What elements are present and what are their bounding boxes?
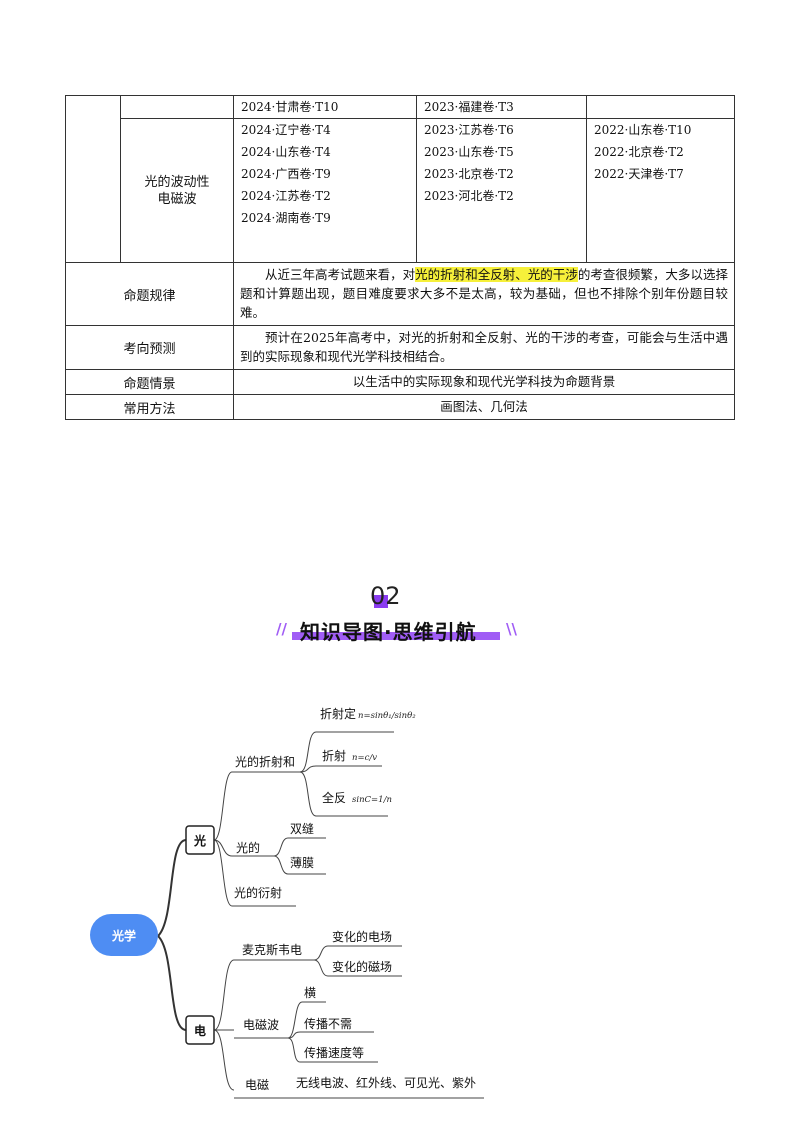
connector xyxy=(273,855,289,875)
exam-ref: 2024·山东卷·T4 xyxy=(241,145,331,159)
exam-ref: 2023·江苏卷·T6 xyxy=(424,123,514,137)
connector xyxy=(157,935,187,1031)
connector xyxy=(213,839,233,907)
exam-ref: 2023·北京卷·T2 xyxy=(424,167,514,181)
exam-ref: 2023·福建卷·T3 xyxy=(424,100,514,114)
rules-label: 命题规律 xyxy=(65,262,234,326)
node-em-spectrum[interactable]: 电磁 xyxy=(245,1077,269,1092)
exam-analysis-table: 2024·甘肃卷·T10 2023·福建卷·T3 光的波动性 电磁波 2024·… xyxy=(65,95,735,420)
context-text: 以生活中的实际现象和现代光学科技为命题背景 xyxy=(233,369,735,395)
node-interference[interactable]: 光的 xyxy=(236,840,260,855)
exam-ref: 2022·山东卷·T10 xyxy=(594,123,692,137)
year-2023-cell: 2023·江苏卷·T6 2023·山东卷·T5 2023·北京卷·T2 2023… xyxy=(416,118,587,263)
knowledge-mind-map: 光学 光 电 光的折射和 光的 光的衍射 折射定 n=sinθ₁/sinθ₂ 折… xyxy=(90,706,484,1099)
exam-ref: 2024·广西卷·T9 xyxy=(241,167,331,181)
exam-ref: 2024·辽宁卷·T4 xyxy=(241,123,331,137)
connector xyxy=(287,1001,303,1039)
node-thin-film[interactable]: 薄膜 xyxy=(290,855,314,870)
exam-ref: 2022·天津卷·T7 xyxy=(594,167,684,181)
node-maxwell[interactable]: 麦克斯韦电 xyxy=(242,943,302,957)
year-2023-cell: 2023·福建卷·T3 xyxy=(416,95,587,119)
node-no-medium[interactable]: 传播不需 xyxy=(304,1016,352,1031)
exam-ref: 2023·河北卷·T2 xyxy=(424,189,514,203)
methods-label: 常用方法 xyxy=(65,394,234,420)
node-diffraction[interactable]: 光的衍射 xyxy=(234,885,282,900)
topic-cell-continued xyxy=(120,95,234,119)
formula-total: sinC=1/n xyxy=(352,795,392,805)
slash-decoration-left: // xyxy=(276,620,287,638)
year-2022-cell xyxy=(586,95,735,119)
branch-node-em[interactable] xyxy=(185,1015,215,1045)
connector xyxy=(157,839,187,937)
formula-index: n=c/v xyxy=(352,753,377,763)
connector xyxy=(287,1037,301,1063)
branch-label: 电 xyxy=(194,1023,206,1038)
rules-text: 从近三年高考试题来看，对光的折射和全反射、光的干涉的考查很频繁，大多以选择题和计… xyxy=(240,267,728,320)
node-speed[interactable]: 传播速度等 xyxy=(304,1045,364,1060)
exam-ref: 2024·甘肃卷·T10 xyxy=(241,100,339,114)
connector xyxy=(287,1031,301,1039)
forecast-text: 预计在2025年高考中，对光的折射和全反射、光的干涉的考查，可能会与生活中遇到的… xyxy=(240,330,728,364)
methods-text: 画图法、几何法 xyxy=(233,394,735,420)
section-title-accent xyxy=(292,632,500,640)
node-spectrum-list[interactable]: 无线电波、红外线、可见光、紫外 xyxy=(296,1075,476,1090)
node-law-of-refraction[interactable]: 折射定 xyxy=(320,706,356,721)
connector xyxy=(299,731,317,773)
connector xyxy=(313,945,329,961)
branch-node-light[interactable] xyxy=(185,825,215,855)
connector xyxy=(313,959,329,977)
section-title: 知识导图·思维引航 xyxy=(300,620,477,644)
connector xyxy=(299,765,317,773)
connector xyxy=(213,959,235,1031)
forecast-label: 考向预测 xyxy=(65,325,234,370)
context-label: 命题情景 xyxy=(65,369,234,395)
highlighted-text: 光的折射和全反射、光的干涉 xyxy=(415,267,578,282)
rules-cell: 从近三年高考试题来看，对光的折射和全反射、光的干涉的考查很频繁，大多以选择题和计… xyxy=(233,262,735,326)
section-number: 02 xyxy=(370,582,401,610)
node-em-wave[interactable]: 电磁波 xyxy=(243,1017,279,1032)
section-number-accent xyxy=(374,595,388,608)
topic-label: 光的波动性 xyxy=(144,174,210,190)
exam-ref: 2024·湖南卷·T9 xyxy=(241,211,331,225)
branch-label: 光 xyxy=(193,833,206,848)
exam-ref: 2023·山东卷·T5 xyxy=(424,145,514,159)
node-refraction[interactable]: 光的折射和 xyxy=(235,754,295,769)
connector xyxy=(273,837,289,857)
node-double-slit[interactable]: 双缝 xyxy=(290,821,314,836)
node-transverse[interactable]: 横 xyxy=(304,986,316,1000)
year-2024-cell: 2024·辽宁卷·T4 2024·山东卷·T4 2024·广西卷·T9 2024… xyxy=(233,118,417,263)
root-node[interactable] xyxy=(90,914,158,956)
connector xyxy=(213,839,233,857)
slash-decoration-right: \\ xyxy=(506,620,517,638)
year-2022-cell: 2022·山东卷·T10 2022·北京卷·T2 2022·天津卷·T7 xyxy=(586,118,735,263)
exam-ref: 2022·北京卷·T2 xyxy=(594,145,684,159)
forecast-cell: 预计在2025年高考中，对光的折射和全反射、光的干涉的考查，可能会与生活中遇到的… xyxy=(233,325,735,370)
node-changing-electric-field[interactable]: 变化的电场 xyxy=(332,929,392,944)
category-cell xyxy=(65,95,121,263)
connector xyxy=(299,771,317,817)
exam-ref: 2024·江苏卷·T2 xyxy=(241,189,331,203)
topic-cell: 光的波动性 电磁波 xyxy=(120,118,234,263)
root-label: 光学 xyxy=(111,928,136,943)
connector xyxy=(213,771,233,841)
connector xyxy=(213,1029,235,1091)
node-changing-magnetic-field[interactable]: 变化的磁场 xyxy=(332,959,392,974)
year-2024-cell: 2024·甘肃卷·T10 xyxy=(233,95,417,119)
node-refractive-index[interactable]: 折射 xyxy=(322,748,346,763)
node-total-reflection[interactable]: 全反 xyxy=(322,790,346,805)
formula-law: n=sinθ₁/sinθ₂ xyxy=(358,711,416,721)
topic-label: 电磁波 xyxy=(157,191,197,207)
